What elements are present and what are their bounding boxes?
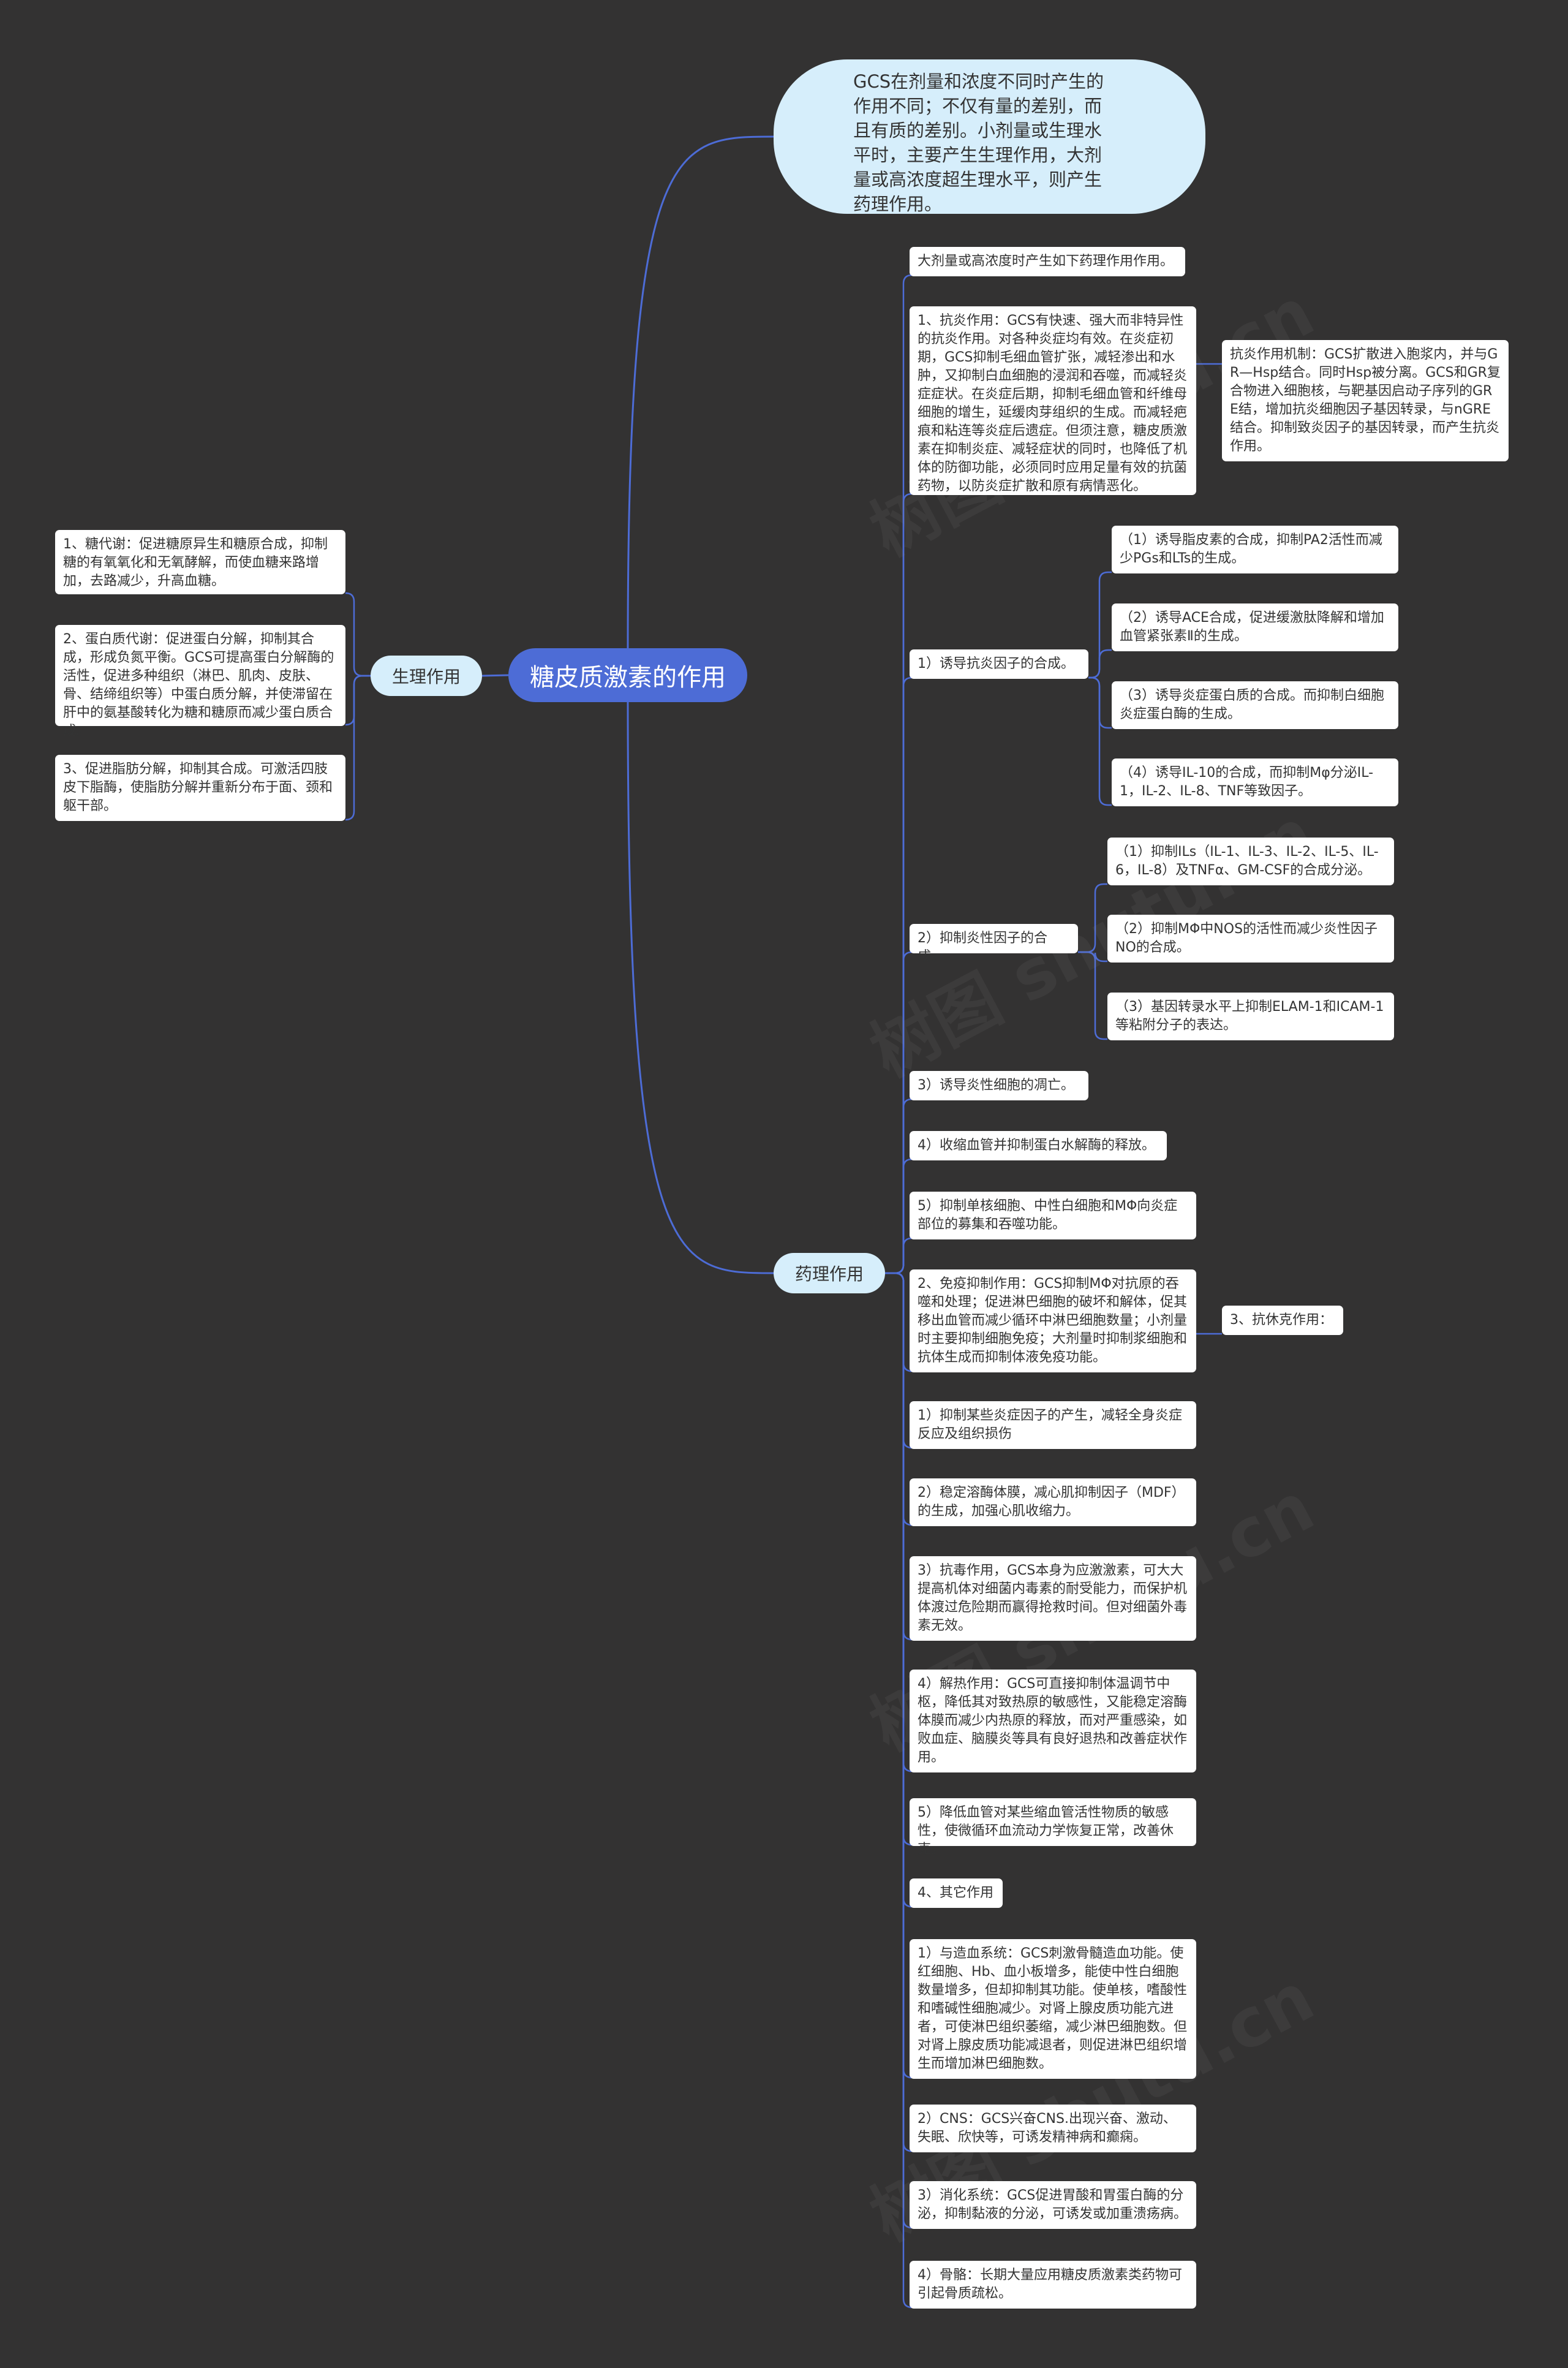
list-item-induce-factor[interactable]: （3）诱导炎症蛋白质的合成。而抑制白细胞炎症蛋白酶的生成。 bbox=[1112, 681, 1398, 729]
list-item-pharmacological[interactable]: 3）消化系统：GCS促进胃酸和胃蛋白酶的分泌，抑制黏液的分泌，可诱发或加重溃疡病… bbox=[910, 2181, 1196, 2229]
root-topic[interactable]: 糖皮质激素的作用 bbox=[508, 648, 747, 702]
connector-line bbox=[885, 1272, 913, 1526]
list-item-physiological[interactable]: 1、糖代谢：促进糖原异生和糖原合成，抑制糖的有氧氧化和无氧酵解，而使血糖来路增加… bbox=[55, 530, 345, 594]
list-item-induce-factor[interactable]: （1）诱导脂皮素的合成，抑制PA2活性而减少PGs和LTs的生成。 bbox=[1112, 526, 1398, 573]
list-item-pharmacological[interactable]: 2）抑制炎性因子的合成。 bbox=[910, 924, 1078, 964]
list-item-pharmacological[interactable]: 1）诱导抗炎因子的合成。 bbox=[910, 649, 1088, 679]
list-item-pharmacological[interactable]: 3）诱导炎性细胞的凋亡。 bbox=[910, 1071, 1088, 1100]
connector-line bbox=[885, 1272, 913, 1372]
topic-label: 药理作用 bbox=[794, 1264, 864, 1284]
list-item-pharmacological[interactable]: 4）解热作用：GCS可直接抑制体温调节中枢，降低其对致热原的敏感性，又能稳定溶酶… bbox=[910, 1670, 1196, 1772]
list-item-inhibit-factor[interactable]: （3）基因转录水平上抑制ELAM-1和ICAM-1等粘附分子的表达。 bbox=[1107, 993, 1394, 1040]
list-item-physiological[interactable]: 3、促进脂肪分解，抑制其合成。可激活四肢皮下脂酶，使脂肪分解并重新分布于面、颈和… bbox=[55, 755, 345, 821]
list-item-inhibit-factor[interactable]: （1）抑制ILs（IL-1、IL-3、IL-2、IL-5、IL-6，IL-8）及… bbox=[1107, 838, 1394, 885]
connector-line bbox=[885, 676, 913, 1274]
connector-line bbox=[885, 274, 913, 1274]
list-item-pharmacological[interactable]: 1）抑制某些炎症因子的产生，减轻全身炎症反应及组织损伤 bbox=[910, 1401, 1196, 1449]
connector-line bbox=[885, 951, 913, 1274]
connector-line bbox=[345, 675, 371, 821]
connector-line bbox=[885, 493, 913, 1274]
list-item-inhibit-factor[interactable]: （2）抑制MΦ中NOS的活性而减少炎性因子NO的合成。 bbox=[1107, 915, 1394, 963]
connector-line bbox=[885, 1272, 913, 2152]
connector-line bbox=[885, 1272, 913, 2079]
list-item-pharmacological[interactable]: 大剂量或高浓度时产生如下药理作用作用。 bbox=[910, 247, 1185, 276]
list-item-pharmacological[interactable]: 4）收缩血管并抑制蛋白水解酶的释放。 bbox=[910, 1131, 1167, 1160]
connector-line bbox=[885, 1098, 913, 1274]
connector-line bbox=[885, 1272, 913, 1846]
list-item-physiological[interactable]: 2、蛋白质代谢：促进蛋白分解，抑制其合成，形成负氮平衡。GCS可提高蛋白分解酶的… bbox=[55, 625, 345, 739]
list-item-induce-factor[interactable]: （4）诱导IL-10的合成，而抑制Mφ分泌IL-1，IL-2、IL-8、TNF等… bbox=[1112, 758, 1398, 806]
list-item-pharmacological[interactable]: 3）抗毒作用，GCS本身为应激激素，可大大提高机体对细菌内毒素的耐受能力，而保护… bbox=[910, 1556, 1196, 1641]
connector-line bbox=[1088, 676, 1112, 806]
root-title: 糖皮质激素的作用 bbox=[530, 664, 726, 692]
connector-line bbox=[885, 1272, 913, 1641]
topic-label: 生理作用 bbox=[391, 667, 461, 687]
list-item-pharmacological[interactable]: 4、其它作用 bbox=[910, 1878, 1003, 1908]
connector-line bbox=[885, 1272, 913, 1772]
connector-line bbox=[1088, 649, 1112, 679]
connector-line bbox=[885, 1272, 913, 2229]
connector-line bbox=[627, 702, 774, 1274]
list-item-pharmacological[interactable]: 5）降低血管对某些缩血管活性物质的敏感性，使微循环血流动力学恢复正常，改善休克。 bbox=[910, 1798, 1196, 1857]
connector-line bbox=[885, 1158, 913, 1274]
topic-physiological[interactable]: 生理作用 bbox=[371, 656, 482, 696]
anti-shock-node[interactable]: 3、抗休克作用： bbox=[1222, 1306, 1343, 1335]
list-item-pharmacological[interactable]: 5）抑制单核细胞、中性白细胞和MΦ向炎症部位的募集和吞噬功能。 bbox=[910, 1192, 1196, 1239]
connector-line bbox=[1078, 883, 1107, 953]
list-item-pharmacological[interactable]: 2）CNS：GCS兴奋CNS.出现兴奋、激动、失眠、欣快等，可诱发精神病和癫痫。 bbox=[910, 2105, 1196, 2152]
list-item-induce-factor[interactable]: （2）诱导ACE合成，促进缓激肽降解和增加血管紧张素Ⅱ的生成。 bbox=[1112, 603, 1398, 651]
intro-bubble[interactable]: GCS在剂量和浓度不同时产生的作用不同；不仅有量的差别，而且有质的差别。小剂量或… bbox=[774, 59, 1205, 214]
list-item-pharmacological[interactable]: 1、抗炎作用：GCS有快速、强大而非特异性的抗炎作用。对各种炎症均有效。在炎症初… bbox=[910, 306, 1196, 495]
list-item-pharmacological[interactable]: 2、免疫抑制作用：GCS抑制MΦ对抗原的吞噬和处理；促进淋巴细胞的破坏和解体，促… bbox=[910, 1269, 1196, 1372]
topic-pharmacological[interactable]: 药理作用 bbox=[774, 1253, 885, 1293]
list-item-pharmacological[interactable]: 4）骨骼：长期大量应用糖皮质激素类药物可引起骨质疏松。 bbox=[910, 2261, 1196, 2309]
connector-line bbox=[345, 592, 371, 677]
connector-line bbox=[885, 1272, 913, 2309]
list-item-pharmacological[interactable]: 2）稳定溶酶体膜，减心肌抑制因子（MDF）的生成，加强心肌收缩力。 bbox=[910, 1478, 1196, 1526]
anti-inflammatory-mechanism[interactable]: 抗炎作用机制：GCS扩散进入胞浆内，并与GR—Hsp结合。同时Hsp被分离。GC… bbox=[1222, 340, 1509, 461]
connector-line bbox=[885, 1272, 913, 1908]
connector-line bbox=[627, 135, 774, 649]
connector-line bbox=[885, 1237, 913, 1274]
connector-line bbox=[481, 674, 509, 677]
connector-line bbox=[345, 675, 371, 726]
connector-line bbox=[1078, 951, 1107, 1040]
list-item-pharmacological[interactable]: 1）与造血系统：GCS刺激骨髓造血功能。使红细胞、Hb、血小板增多，能使中性白细… bbox=[910, 1939, 1196, 2079]
connector-line bbox=[885, 1272, 913, 1449]
